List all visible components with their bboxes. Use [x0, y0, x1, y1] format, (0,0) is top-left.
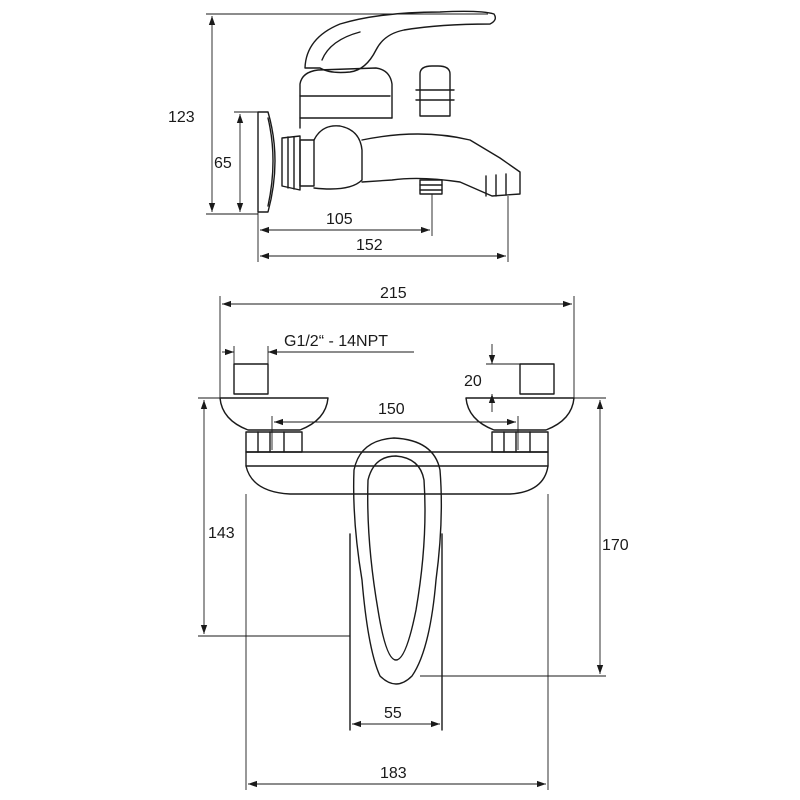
dim-123-label: 123: [168, 109, 195, 126]
dim-65-label: 65: [214, 155, 232, 172]
dim-20-label: 20: [464, 373, 482, 390]
dim-55-label: 55: [384, 705, 402, 722]
dim-105-label: 105: [326, 211, 353, 228]
dim-170-label: 170: [602, 537, 629, 554]
dim-183-label: 183: [380, 765, 407, 782]
dim-143-label: 143: [208, 525, 235, 542]
dim-215-label: 215: [380, 285, 407, 302]
dim-152-label: 152: [356, 237, 383, 254]
front-view: 215 G1/2“ - 14NPT 20 150 143 170 55: [198, 285, 629, 790]
side-view: 123 65 105 152: [168, 10, 521, 262]
dim-150-label: 150: [378, 401, 405, 418]
thread-spec-label: G1/2“ - 14NPT: [284, 333, 388, 350]
